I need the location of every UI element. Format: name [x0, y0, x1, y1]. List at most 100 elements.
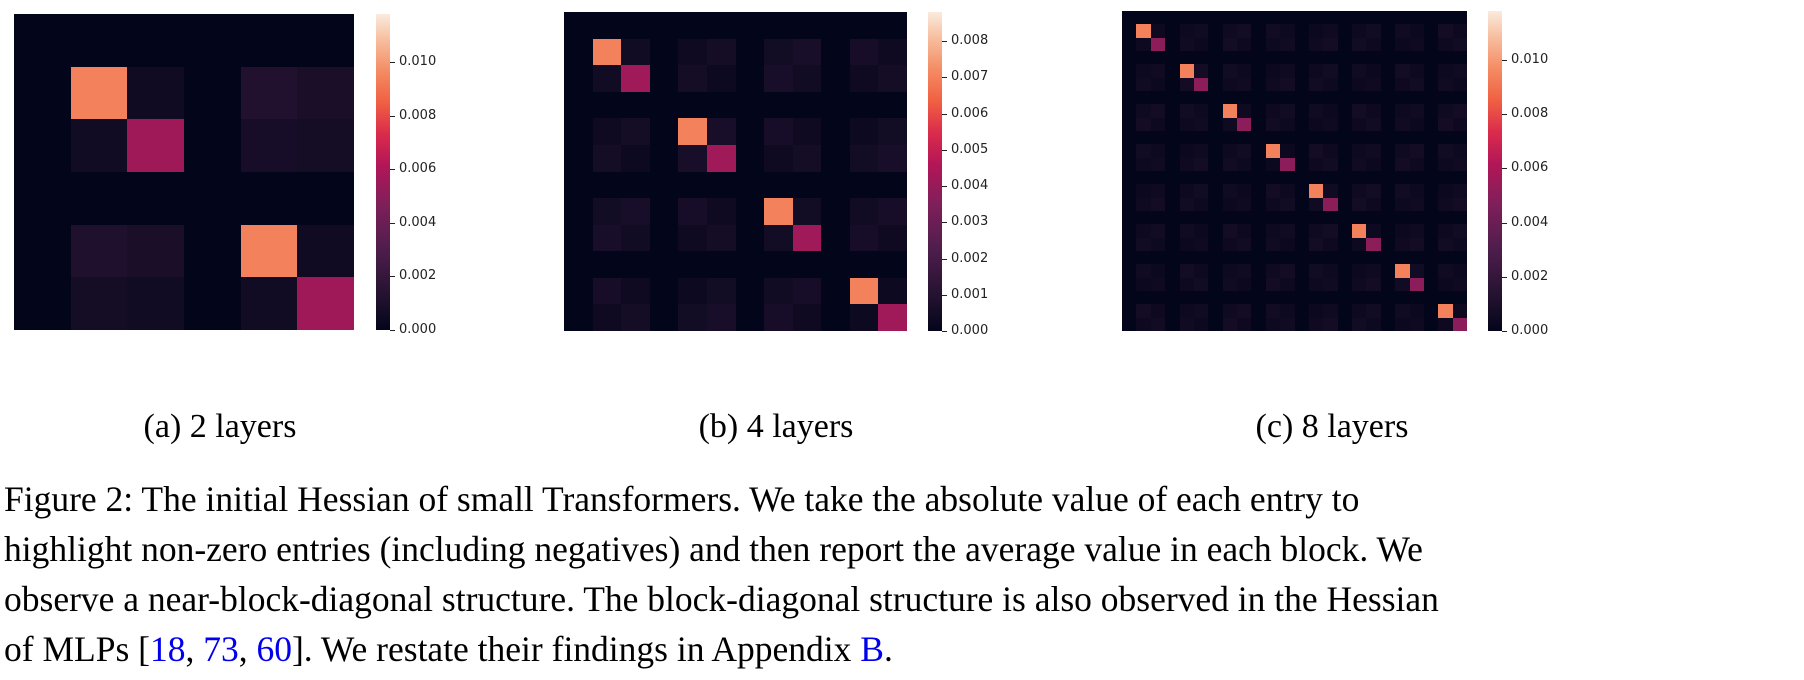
heatmap-cell [1180, 144, 1194, 158]
colorbar-tick-label: 0.006 [951, 106, 989, 121]
heatmap-cell [1309, 198, 1323, 211]
heatmap-cell [1395, 118, 1410, 131]
caption-text: ]. We restate their findings in Appendix [291, 629, 861, 669]
heatmap-cell [1323, 24, 1338, 38]
heatmap-cell [707, 145, 736, 172]
heatmap-cell [1453, 144, 1467, 158]
heatmap-cell [1395, 64, 1410, 78]
colorbar-tick-label: 0.006 [399, 161, 437, 176]
citation-link[interactable]: 18 [149, 629, 186, 669]
heatmap-cell [793, 118, 821, 145]
heatmap-cell [1237, 224, 1251, 238]
heatmap-cell [1366, 38, 1381, 51]
heatmap-cell [850, 225, 878, 251]
citation-link[interactable]: 73 [203, 629, 239, 669]
heatmap-cell [1352, 64, 1366, 78]
heatmap-cell [1410, 104, 1424, 118]
heatmap-cell [707, 225, 736, 251]
heatmap-cell [1410, 38, 1424, 51]
heatmap-cell [1453, 184, 1467, 198]
heatmap-cell [707, 39, 736, 65]
heatmap-b [564, 12, 907, 331]
heatmap-cell [1180, 264, 1194, 278]
colorbar-tick-label: 0.002 [399, 268, 437, 283]
heatmap-cell [1223, 304, 1237, 318]
heatmap-cell [1136, 304, 1151, 318]
heatmap-cell [793, 65, 821, 92]
heatmap-cell [1453, 304, 1467, 318]
heatmap-cell [621, 225, 650, 251]
appendix-link[interactable]: B [860, 629, 884, 669]
heatmap-cell [1180, 78, 1194, 91]
caption-last-line: of MLPs [18, 73, 60]. We restate their f… [4, 624, 1800, 674]
heatmap-cell [1309, 304, 1323, 318]
caption-text: , [185, 629, 204, 669]
heatmap-cell [764, 198, 793, 225]
heatmap-cell [297, 119, 354, 172]
heatmap-cell [878, 225, 907, 251]
heatmap-cell [1352, 24, 1366, 38]
heatmap-cell [1323, 318, 1338, 331]
heatmap-cell [1366, 318, 1381, 331]
heatmap-cell [1151, 278, 1165, 291]
heatmap-cell [1410, 278, 1424, 291]
heatmap-cell [1266, 64, 1280, 78]
heatmap-cell [1438, 238, 1453, 251]
colorbar-tick-label: 0.010 [399, 54, 437, 69]
colorbar-tick [390, 169, 395, 170]
colorbar-tick [942, 331, 947, 332]
heatmap-cell [1266, 184, 1280, 198]
heatmap-cell [1180, 238, 1194, 251]
heatmap-cell [1223, 144, 1237, 158]
heatmap-cell [1323, 304, 1338, 318]
heatmap-cell [1438, 118, 1453, 131]
heatmap-cell [1266, 38, 1280, 51]
caption-text: . [883, 629, 893, 669]
colorbar-tick [942, 150, 947, 151]
heatmap-cell [1194, 264, 1208, 278]
colorbar-tick-label: 0.004 [1511, 215, 1549, 230]
colorbar-tick [1502, 331, 1507, 332]
heatmap-cell [1194, 224, 1208, 238]
heatmap-cell [1352, 104, 1366, 118]
heatmap-cell [1223, 78, 1237, 91]
heatmap-cell [1352, 38, 1366, 51]
heatmap-cell [1280, 304, 1295, 318]
caption-text: of MLPs [ [4, 629, 150, 669]
heatmap-cell [297, 277, 354, 330]
heatmap-cell [1410, 238, 1424, 251]
heatmap-cell [1223, 278, 1237, 291]
heatmap-cell [593, 145, 621, 172]
subcaption-c: (c) 8 layers [1255, 408, 1409, 445]
heatmap-cell [850, 278, 878, 304]
heatmap-cell [1194, 198, 1208, 211]
heatmap-cell [793, 304, 821, 331]
heatmap-cell [1280, 78, 1295, 91]
heatmap-cell [850, 198, 878, 225]
heatmap-cell [1323, 118, 1338, 131]
heatmap-cell [1438, 38, 1453, 51]
colorbar-tick-label: 0.004 [951, 178, 989, 193]
heatmap-cell [1410, 224, 1424, 238]
heatmap-cell [1410, 118, 1424, 131]
heatmap-cell [1323, 158, 1338, 171]
heatmap-cell [1280, 264, 1295, 278]
heatmap-cell [1194, 278, 1208, 291]
heatmap-cell [71, 67, 127, 119]
heatmap-cell [1352, 78, 1366, 91]
colorbar-tick [942, 259, 947, 260]
heatmap-cell [1323, 78, 1338, 91]
heatmap-cell [878, 304, 907, 331]
colorbar-tick [942, 186, 947, 187]
heatmap-cell [850, 304, 878, 331]
heatmap-cell [1180, 318, 1194, 331]
citation-link[interactable]: 60 [256, 629, 292, 669]
heatmap-cell [1223, 198, 1237, 211]
heatmap-cell [1410, 64, 1424, 78]
heatmap-cell [1366, 64, 1381, 78]
heatmap-cell [1266, 238, 1280, 251]
heatmap-cell [1237, 278, 1251, 291]
heatmap-cell [1323, 264, 1338, 278]
heatmap-cell [878, 118, 907, 145]
heatmap-cell [1136, 238, 1151, 251]
